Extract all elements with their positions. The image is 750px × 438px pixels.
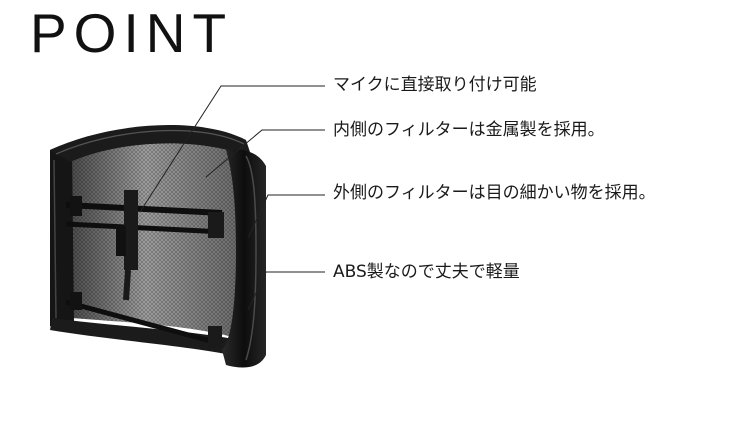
page-title: POINT xyxy=(30,2,234,64)
callout-inner-filter: 内側のフィルターは金属製を採用。 xyxy=(333,120,605,140)
callout-line-2 xyxy=(247,194,325,239)
callout-line-3 xyxy=(247,271,325,311)
callout-mic-mount: マイクに直接取り付け可能 xyxy=(333,75,537,95)
callout-abs-body: ABS製なので丈夫で軽量 xyxy=(333,262,520,282)
top-rim xyxy=(50,125,252,162)
right-abs-frame xyxy=(222,149,266,368)
callout-line-0 xyxy=(139,85,325,213)
callout-outer-filter: 外側のフィルターは目の細かい物を採用。 xyxy=(333,183,656,203)
bottom-rim xyxy=(50,318,238,356)
left-frame xyxy=(50,146,74,329)
callout-line-1 xyxy=(205,129,325,178)
inner-metal-mesh xyxy=(70,139,238,338)
callout-lines xyxy=(139,85,325,311)
mount-bracket xyxy=(65,190,225,348)
